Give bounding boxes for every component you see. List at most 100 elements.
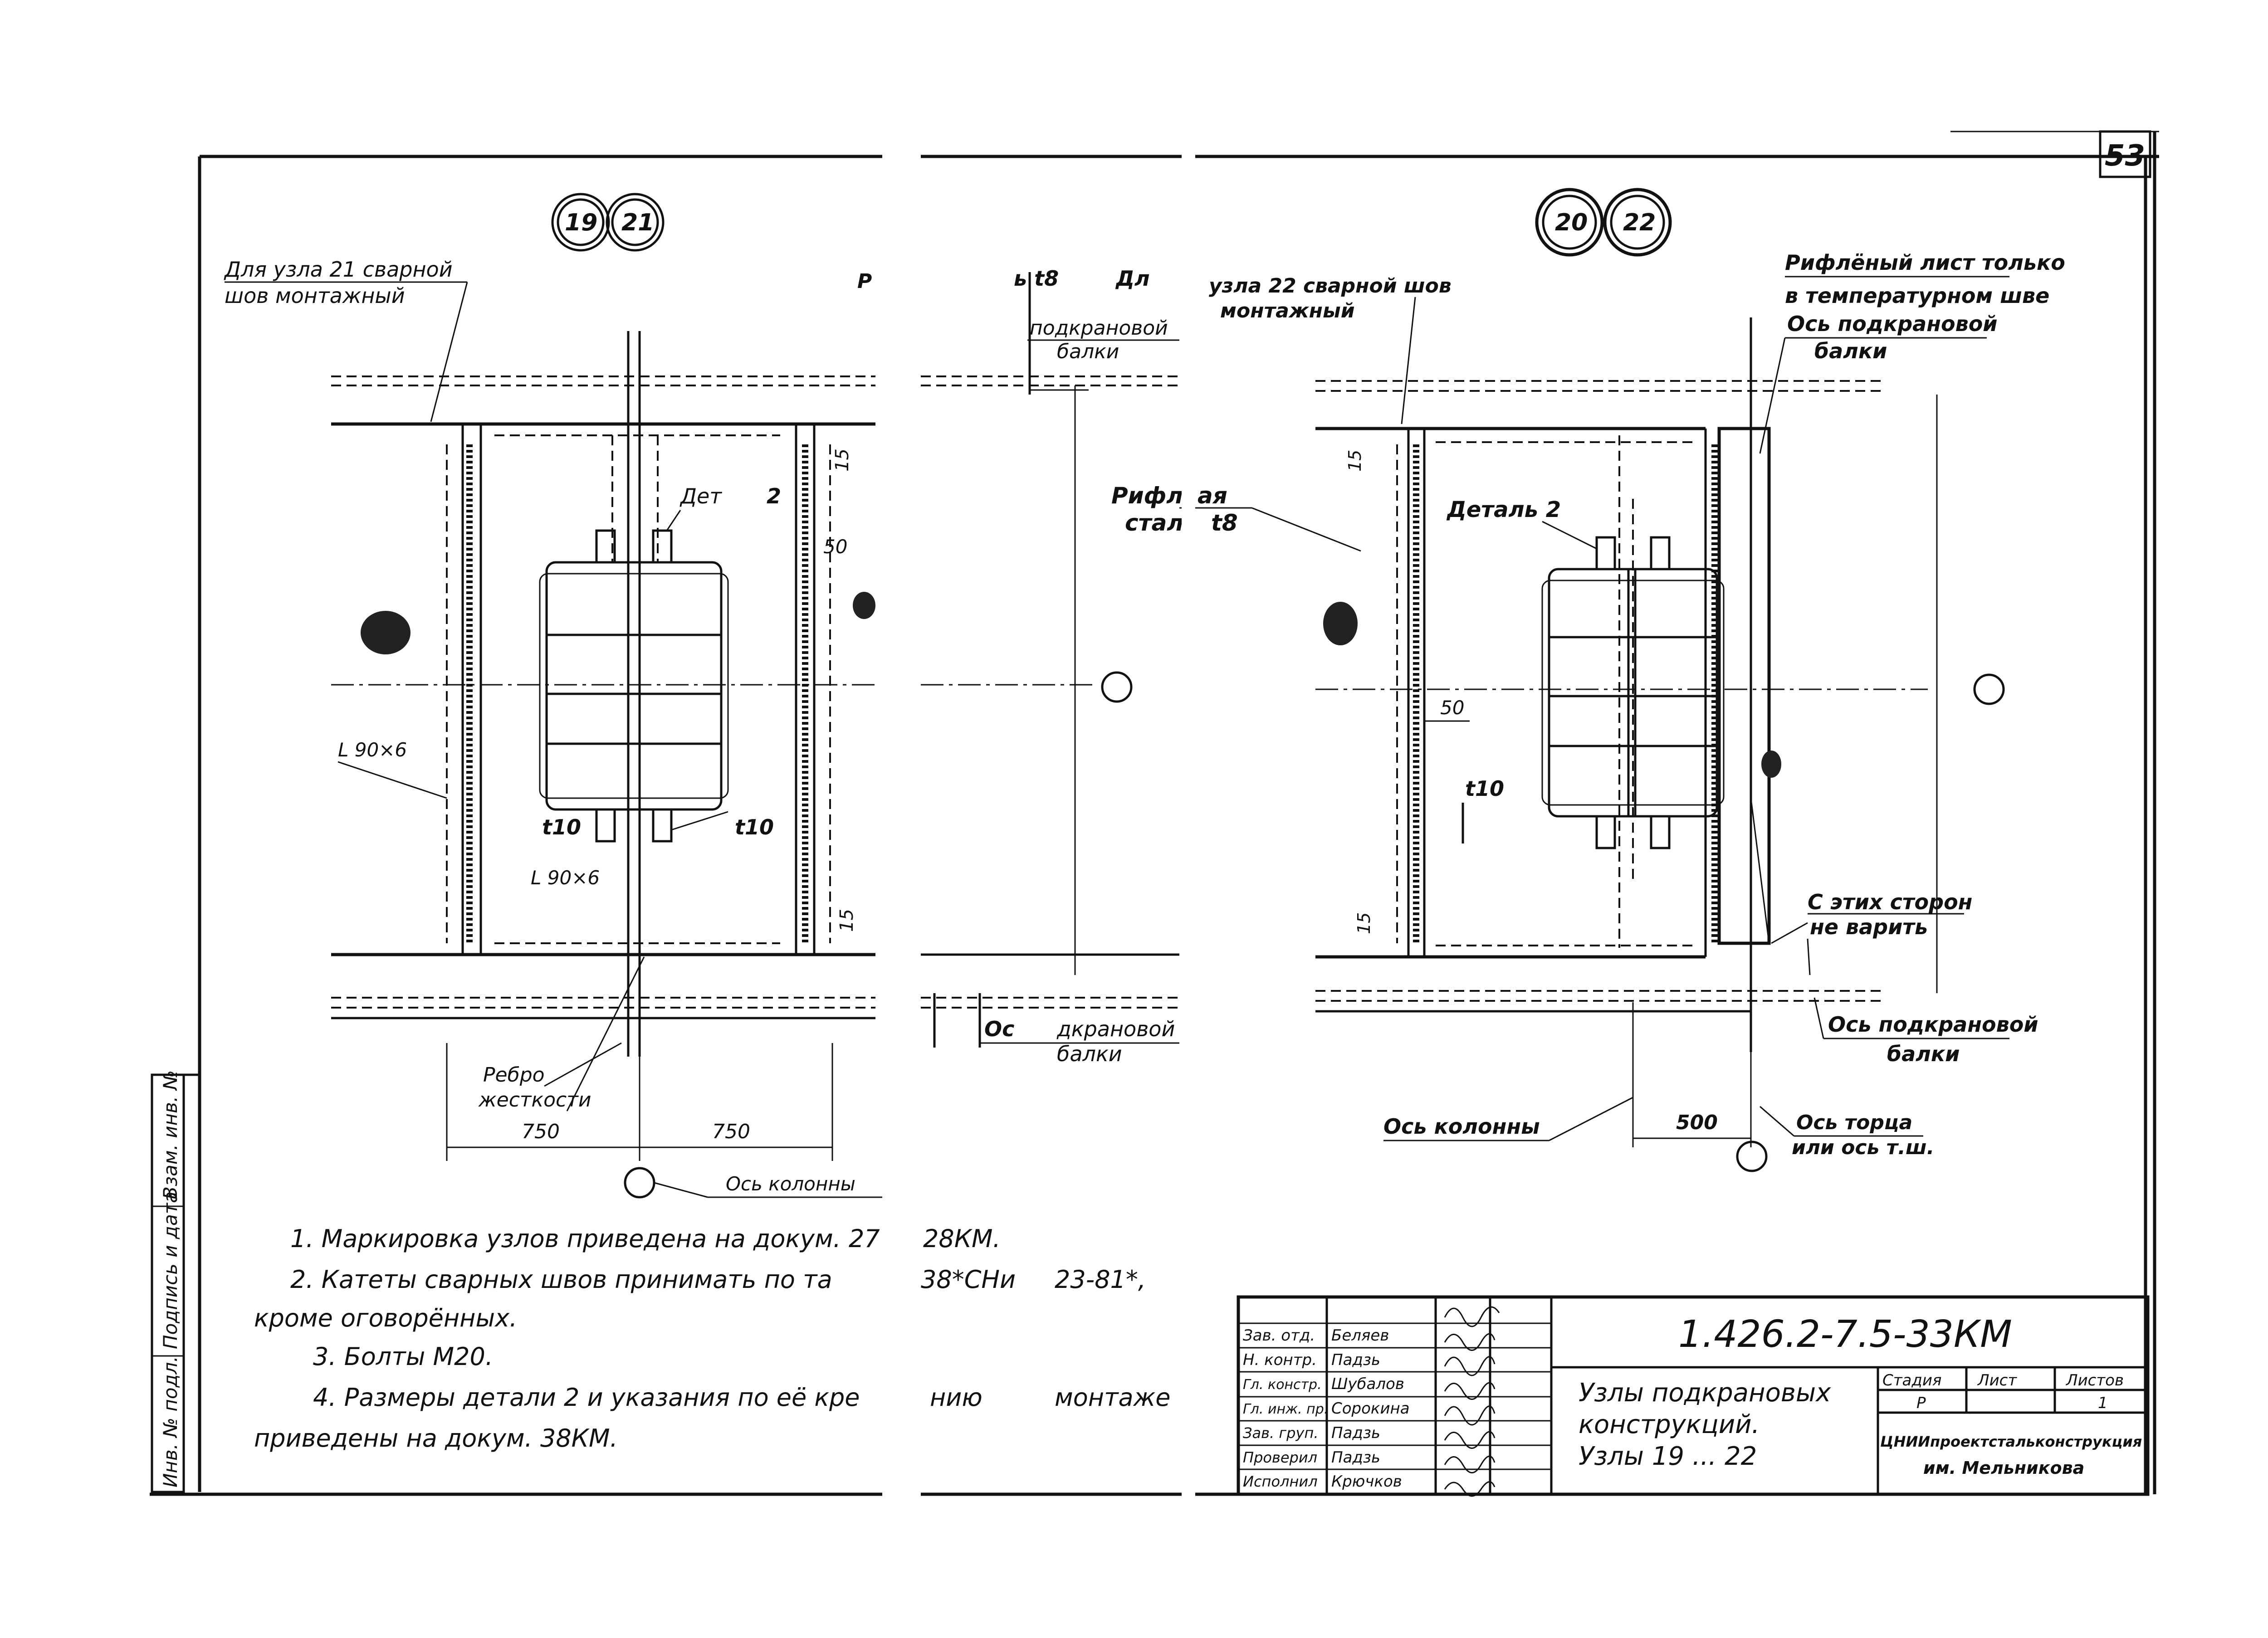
- role-3: Гл. констр.: [1243, 1377, 1322, 1393]
- dim-left-750-a: 750: [522, 1120, 560, 1143]
- node-mark-19: 19: [565, 209, 597, 236]
- thickness-left-2: t10: [735, 815, 774, 839]
- mid-frag-os: Ос: [984, 1017, 1014, 1041]
- role-5: Зав. груп.: [1243, 1424, 1318, 1442]
- middle-view: ь t8 Дл подкрановой балки Рифл стал Ос д…: [921, 266, 1183, 1066]
- name-3: Шубалов: [1331, 1375, 1404, 1393]
- role-7: Исполнил: [1243, 1473, 1318, 1490]
- sheet-number: 53: [2105, 139, 2145, 173]
- beam-axis-bottom-1: Ось подкрановой: [1828, 1012, 2038, 1037]
- mid-frag-beam2: балки: [1057, 340, 1119, 363]
- name-1: Беляев: [1331, 1326, 1389, 1345]
- gap-strip-2: [1182, 150, 1195, 1501]
- beam-axis-top-2: балки: [1814, 339, 1887, 363]
- right-dim-15-top: 15: [1345, 450, 1365, 472]
- end-axis-2: или ось т.ш.: [1792, 1136, 1934, 1159]
- rib-label-2: жесткости: [478, 1088, 591, 1112]
- name-6: Падзь: [1331, 1448, 1380, 1467]
- ribbed-only-2: в температурном шве: [1785, 283, 2049, 308]
- name-7: Крючков: [1331, 1472, 1402, 1491]
- dim-left-50: 50: [823, 536, 847, 558]
- organization-1: ЦНИИпроектстальконструкция: [1880, 1433, 2142, 1450]
- ribbed-sheet-t8: t8: [1211, 510, 1238, 536]
- note-2-mid: 38*СНи: [921, 1265, 1016, 1294]
- name-5: Падзь: [1331, 1424, 1380, 1442]
- dim-left-15-top: 15: [832, 448, 853, 472]
- title-line-1: Узлы подкрановых: [1579, 1378, 1831, 1408]
- weld-note-line1: Для узла 21 сварной: [224, 257, 453, 282]
- role-1: Зав. отд.: [1243, 1326, 1315, 1345]
- note-2: 2. Катеты сварных швов принимать по та: [290, 1265, 832, 1294]
- weld-note-line2: шов монтажный: [225, 283, 405, 308]
- note-4: 4. Размеры детали 2 и указания по её кре: [313, 1383, 860, 1412]
- mid-frag-t8: ь t8: [1014, 266, 1059, 291]
- right-dim-500: 500: [1676, 1111, 1718, 1134]
- name-2: Падзь: [1331, 1351, 1380, 1369]
- angle-label-2: L 90×6: [531, 867, 600, 889]
- mid-ribbed-3: стал: [1125, 510, 1183, 536]
- note-4-cont: приведены на докум. 38КМ.: [254, 1424, 618, 1453]
- column-axis-left: Ось колонны: [726, 1173, 855, 1195]
- thickness-left-1: t10: [542, 815, 581, 839]
- note-4-mid: нию: [930, 1383, 982, 1412]
- angle-label-1: L 90×6: [338, 739, 407, 761]
- stamp-inv-number: Инв. № подл.: [159, 1356, 181, 1487]
- note-4-tail: монтаже: [1055, 1383, 1171, 1412]
- gap-strip-1: [882, 150, 921, 1501]
- no-weld-1: С этих сторон: [1808, 890, 1972, 914]
- title-block: Зав. отд. Беляев Н. контр. Падзь Гл. кон…: [1237, 1295, 2150, 1497]
- column-axis-right: Ось колонны: [1383, 1114, 1540, 1139]
- document-code: 1.426.2-7.5-33КМ: [1678, 1313, 2012, 1356]
- right-weld-note-2: монтажный: [1220, 299, 1355, 322]
- node-mark-20: 20: [1555, 209, 1588, 236]
- role-4: Гл. инж. пр.: [1243, 1401, 1328, 1417]
- end-axis-1: Ось торца: [1796, 1111, 1912, 1134]
- ribbed-only-1: Рифлёный лист только: [1785, 250, 2065, 275]
- right-weld-note-1: узла 22 сварной шов: [1209, 274, 1452, 297]
- note-2-cont: кроме оговорённых.: [254, 1304, 518, 1332]
- role-6: Проверил: [1243, 1449, 1317, 1466]
- note-1-tail: 28КМ.: [923, 1224, 1001, 1253]
- note-3: 3. Болты М20.: [313, 1342, 494, 1371]
- title-line-2: конструкций.: [1579, 1410, 1760, 1439]
- signature-scribbles: [1444, 1306, 1500, 1497]
- title-line-3: Узлы 19 ... 22: [1579, 1442, 1757, 1471]
- stage-value: Р: [1916, 1394, 1926, 1412]
- note-2-tail: 23-81*,: [1055, 1265, 1146, 1294]
- note-1: 1. Маркировка узлов приведена на докум. …: [290, 1224, 880, 1253]
- no-weld-2: не варить: [1810, 915, 1928, 939]
- fragment-2: 2: [767, 484, 781, 508]
- beam-axis-bottom-2: балки: [1887, 1042, 1960, 1066]
- stamp-signature-date: Подпись и дата: [159, 1191, 181, 1349]
- right-dim-50: 50: [1440, 697, 1464, 719]
- left-view: 19 21 Для узла 21 сварной шов монтажный: [224, 193, 882, 1199]
- fragment-p: Р: [857, 270, 872, 293]
- mid-frag-beam-bottom2: балки: [1057, 1042, 1122, 1066]
- detail-label-left: Дет: [679, 484, 722, 508]
- name-4: Сорокина: [1331, 1399, 1410, 1418]
- mid-ribbed-1: Рифл: [1111, 483, 1183, 509]
- node-mark-21: 21: [621, 209, 654, 236]
- dim-left-15-bottom: 15: [836, 909, 857, 932]
- detail-2-label: Деталь 2: [1446, 497, 1561, 522]
- rib-label-1: Ребро: [483, 1063, 545, 1087]
- right-dim-15-bottom: 15: [1354, 912, 1374, 934]
- sheets-value: 1: [2098, 1394, 2108, 1412]
- sheet-header: Лист: [1977, 1371, 2017, 1389]
- mid-frag-beam: подкрановой: [1030, 317, 1168, 340]
- right-thickness: t10: [1465, 776, 1504, 801]
- stamp-replace-inv: Взам. инв. №: [159, 1070, 181, 1199]
- beam-axis-top-1: Ось подкрановой: [1787, 312, 1998, 336]
- node-mark-22: 22: [1623, 209, 1656, 236]
- sheets-header: Листов: [2065, 1371, 2124, 1389]
- right-view: ая t8 20 22 узла 22 сварной шов монтажны…: [1179, 188, 2065, 1172]
- side-stamp: Инв. № подл. Подпись и дата Взам. инв. №: [151, 1070, 200, 1493]
- role-2: Н. контр.: [1243, 1351, 1317, 1369]
- dim-left-750-b: 750: [712, 1120, 750, 1143]
- mid-frag-dl: Дл: [1115, 266, 1150, 291]
- stage-header: Стадия: [1882, 1371, 1941, 1389]
- ribbed-sheet-ajа: ая: [1198, 483, 1227, 509]
- organization-2: им. Мельникова: [1923, 1458, 2084, 1478]
